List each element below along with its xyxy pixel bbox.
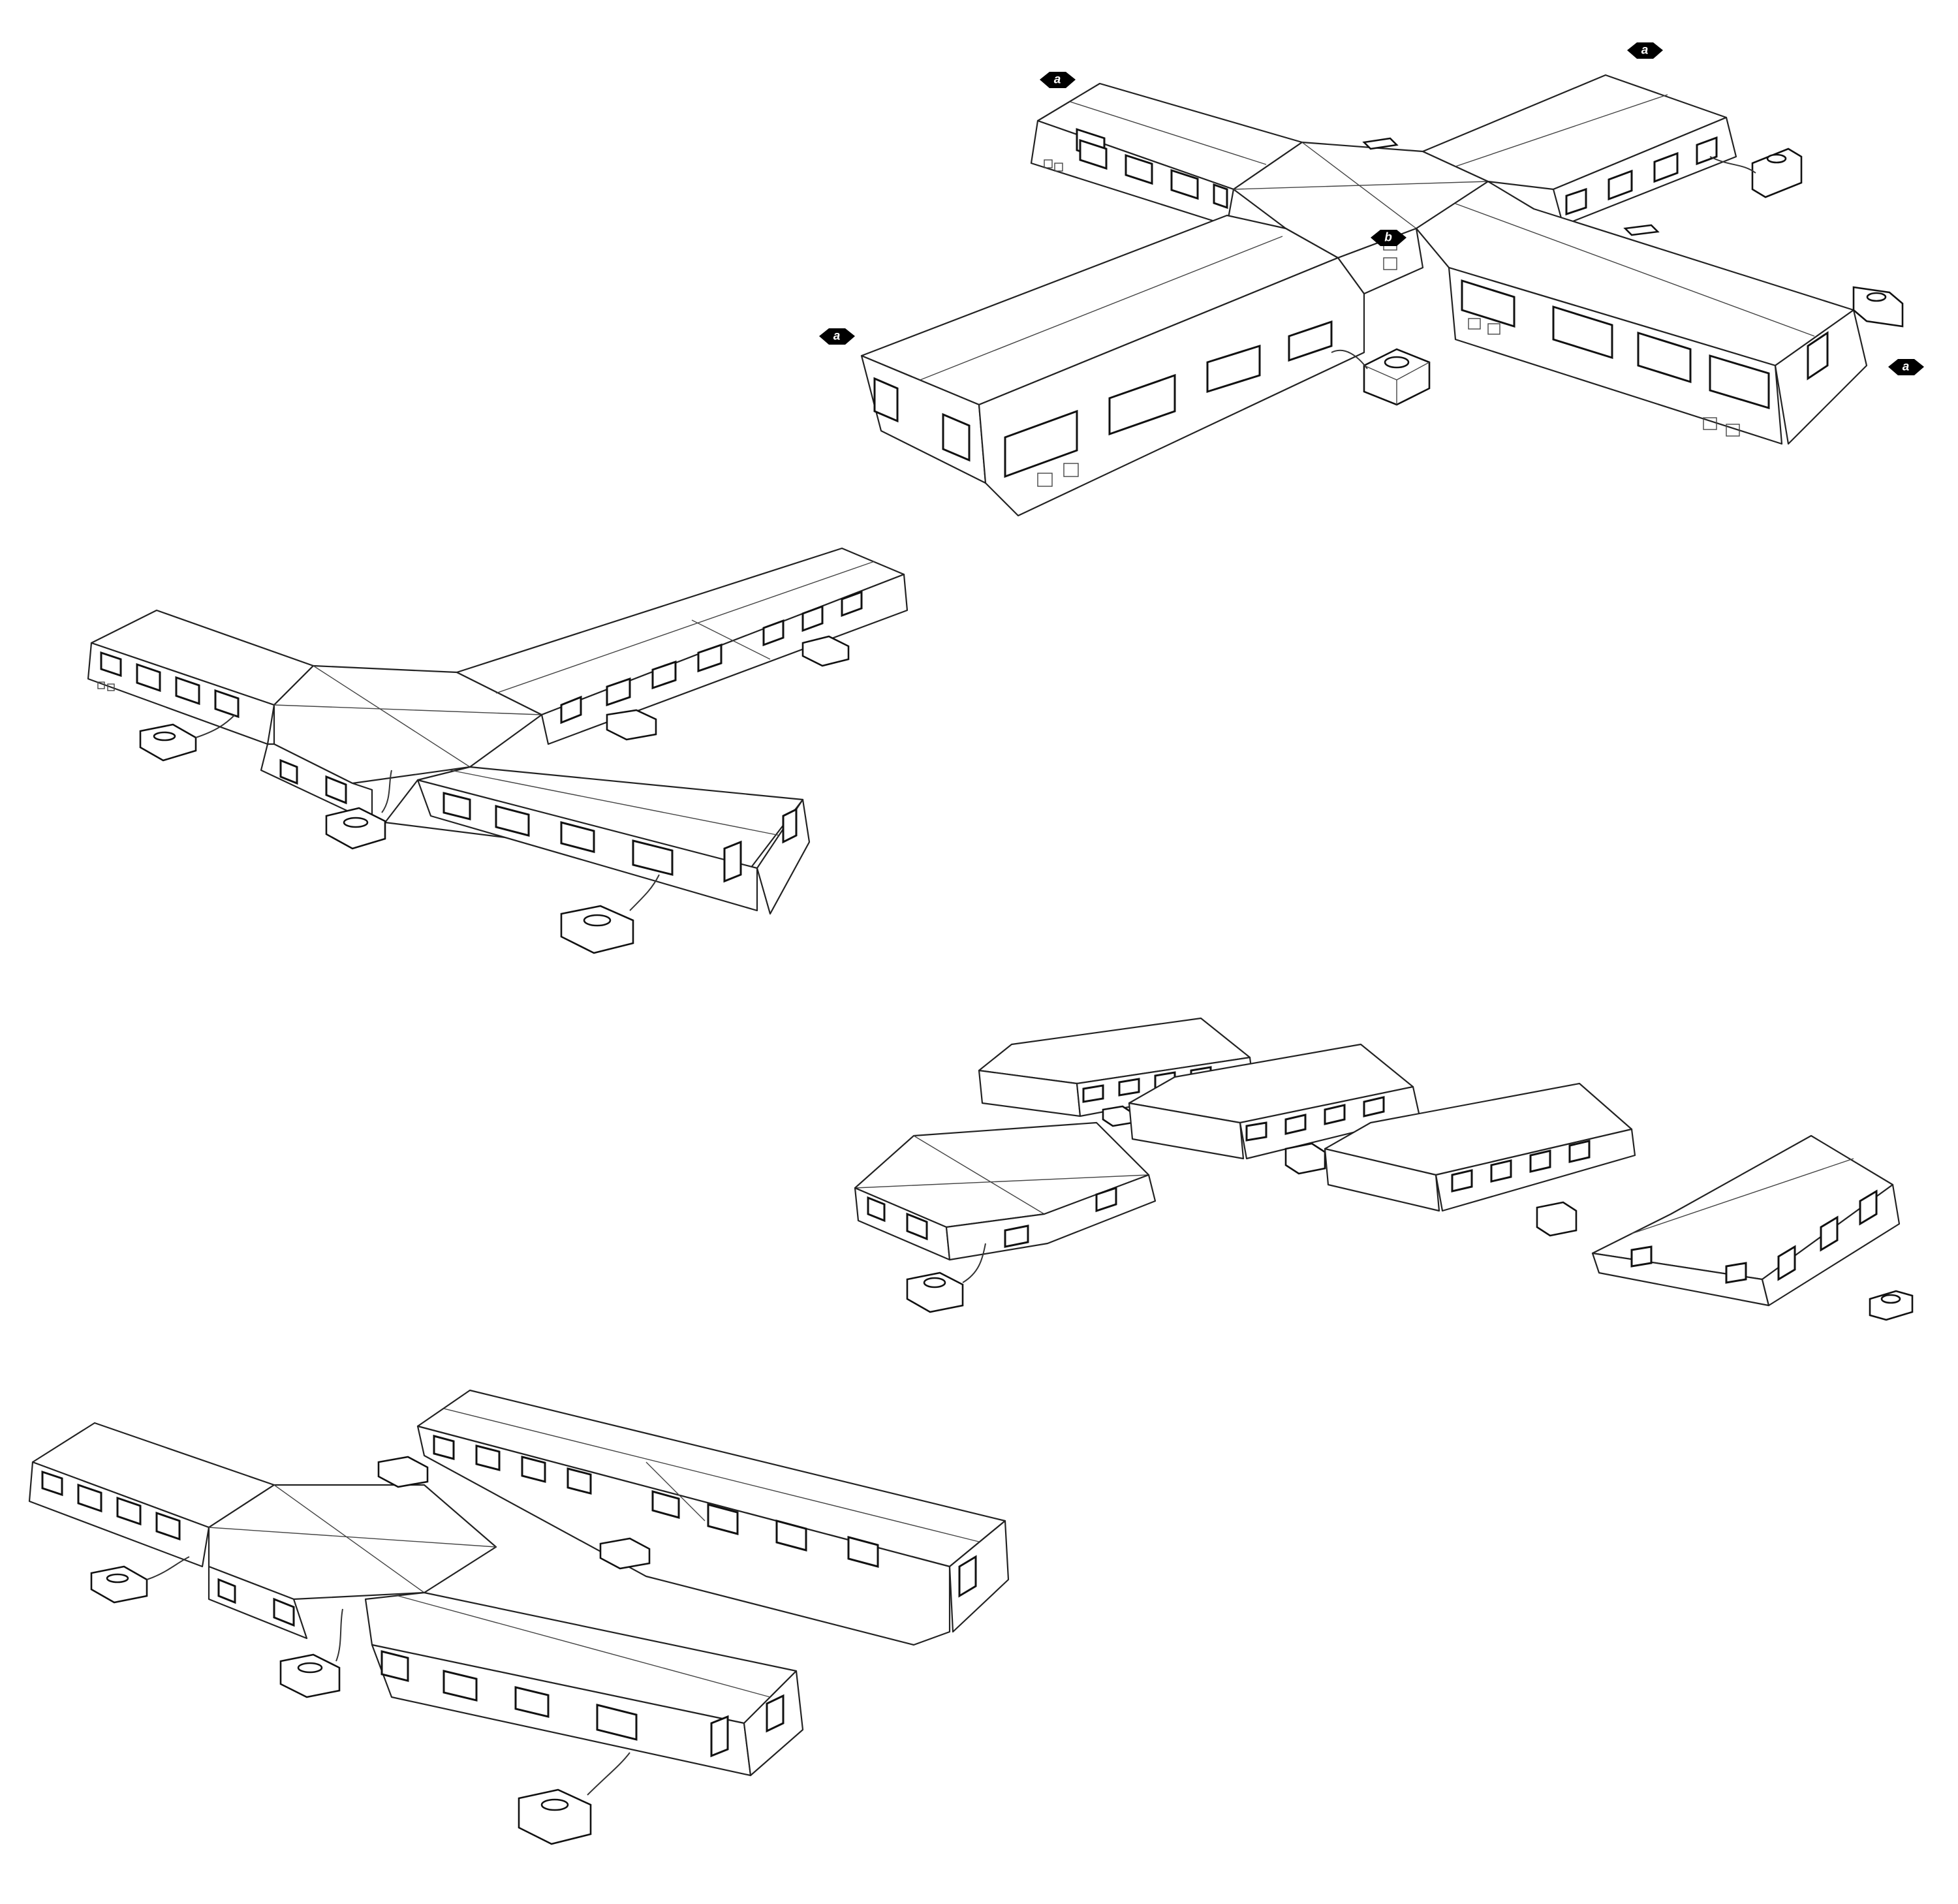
double-t-shelter-complex: [28, 1389, 1010, 1845]
hvac-unit-hub-top: [1362, 137, 1660, 236]
separate-shelter-3: [1324, 1082, 1636, 1237]
svg-text:a: a: [833, 330, 841, 343]
callout-a-top-left: a: [1040, 72, 1076, 88]
hvac-unit-right-top: [1709, 148, 1803, 198]
hvac-unit-right-far: [1852, 286, 1904, 328]
svg-text:a: a: [1054, 73, 1061, 87]
svg-text:b: b: [1384, 231, 1392, 245]
callout-a-top-right: a: [1627, 42, 1663, 59]
callout-a-right: a: [1888, 359, 1924, 375]
separate-shelter-4-hub: [854, 1121, 1157, 1313]
t-shaped-shelter-complex: [87, 547, 909, 954]
separate-shelter-5: [1591, 1134, 1914, 1321]
separate-shelter-2: [1128, 1043, 1421, 1175]
x-shaped-shelter-complex: a a a a b: [819, 42, 1924, 517]
callout-b-center: b: [1371, 230, 1406, 246]
callout-a-left: a: [819, 328, 855, 345]
lower-right-wing: [1415, 180, 1868, 445]
hvac-unit-center: [1331, 348, 1431, 406]
upper-left-wing: [1030, 82, 1303, 226]
svg-text:a: a: [1903, 360, 1910, 374]
separate-shelters-group: [854, 1017, 1914, 1321]
lower-left-wing: [860, 214, 1365, 517]
svg-text:a: a: [1641, 44, 1649, 57]
